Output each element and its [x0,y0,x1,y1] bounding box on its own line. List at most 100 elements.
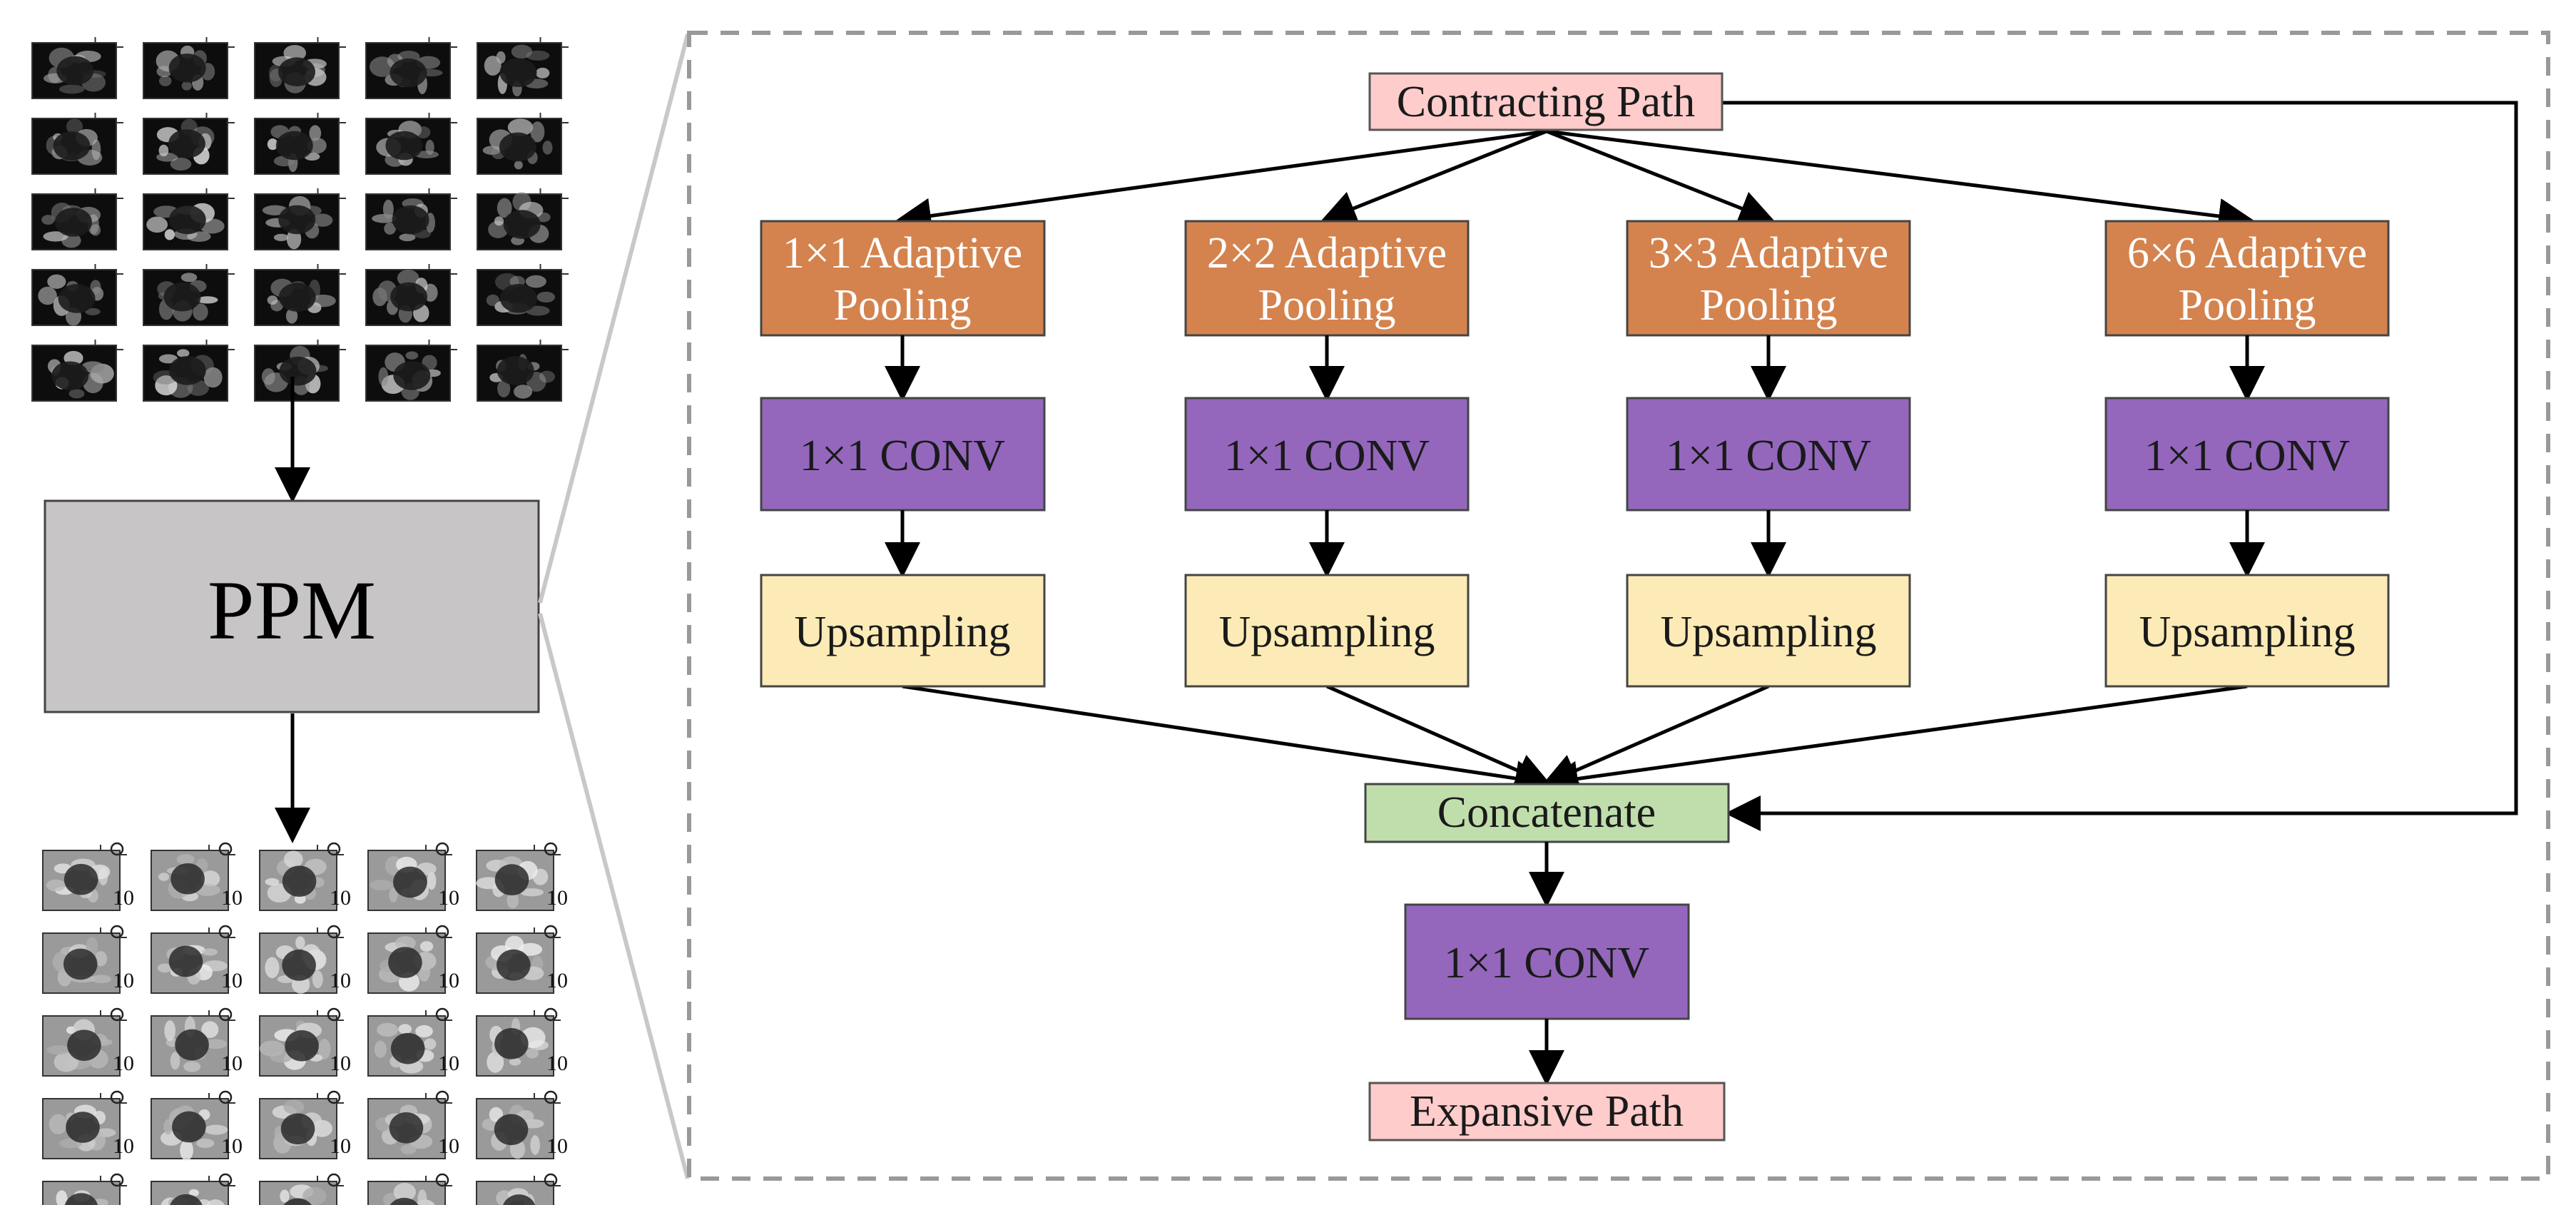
thumbnail [365,37,457,99]
thumbnail: 10 [476,1090,568,1159]
expansive-path-node: Expansive Path [1368,1082,1726,1142]
final-conv-label: 1×1 CONV [1444,939,1649,987]
contracting-path-node: Contracting Path [1368,72,1724,131]
thumbnail: 10 [367,925,459,994]
concatenate-node: Concatenate [1364,783,1730,843]
thumbnail [477,188,569,250]
thumbnail: 10 [259,1090,351,1159]
thumbnail: 10 [151,1007,243,1077]
contracting-path-label: Contracting Path [1397,78,1695,126]
thumbnail-tick-label: 10 [113,969,134,992]
ppm-label: PPM [208,564,376,657]
thumbnail [31,340,123,402]
pool-label-1a: 1×1 Adaptive [783,229,1022,278]
upsample-label-2: Upsampling [1218,608,1435,656]
detail-frame [687,31,2550,1181]
upsample-label-4: Upsampling [2139,608,2355,656]
branch-4: 6×6 Adaptive Pooling 1×1 CONV Upsampling [2104,220,2390,688]
conv-label-2: 1×1 CONV [1224,432,1430,480]
thumbnail [143,37,235,99]
upsample-box-1 [760,574,1046,688]
thumbnail [365,264,457,326]
conv-label-1: 1×1 CONV [800,432,1005,480]
thumbnail [31,113,123,175]
zoom-line-bottom [538,613,690,1179]
thumbnail [31,188,123,250]
conv-box-4 [2104,397,2390,512]
pool-label-2b: Pooling [1258,281,1396,330]
skip-connection-arrow [1722,101,2518,831]
thumbnail: 10 [367,842,459,911]
fan-out-arrows [895,129,2254,234]
conv-label-4: 1×1 CONV [2144,432,2350,480]
fan-in-arrows [902,684,2248,797]
thumbnail-tick-label: 10 [438,1052,459,1075]
thumbnail: 10 [151,1173,235,1205]
branch-2: 2×2 Adaptive Pooling 1×1 CONV Upsampling [1184,220,1470,688]
thumbnail: 10 [259,1007,351,1077]
upsample-box-4 [2104,574,2390,688]
upsample-box-3 [1626,574,1911,688]
thumbnail [143,264,235,326]
zoom-line-top [538,34,690,604]
conv-box-2 [1184,397,1470,512]
upsample-box-2 [1184,574,1470,688]
thumbnail: 10 [476,842,568,911]
thumbnail-tick-label: 10 [330,1052,351,1075]
thumbnail-tick-label: 10 [113,1052,134,1075]
final-conv-node: 1×1 CONV [1404,903,1690,1020]
thumbnail [477,340,569,402]
thumbnail [254,113,346,175]
thumbnail-tick-label: 10 [438,1134,459,1158]
thumbnail [477,113,569,175]
thumbnail-tick-label: 10 [221,969,243,992]
thumbnail: 10 [367,1173,452,1205]
thumbnail: 10 [151,925,243,994]
thumbnail: 10 [42,1173,127,1205]
thumbnail-tick-label: 10 [221,886,243,910]
thumbnail: 10 [42,925,134,994]
thumbnail [143,340,235,402]
thumbnail-tick-label: 10 [113,1134,134,1158]
thumbnail-tick-label: 10 [546,1134,568,1158]
expansive-path-label: Expansive Path [1410,1087,1684,1136]
thumbnail-tick-label: 10 [546,969,568,992]
thumbnail: 10 [259,1173,344,1205]
thumbnail: 10 [151,1090,243,1161]
output-feature-maps-grid: 10 10 10 10 10 10 10 10 10 10 10 10 10 10 10 10 10 10 10 10… [42,842,568,1205]
thumbnail-tick-label: 10 [221,1052,243,1075]
thumbnail [254,264,346,326]
input-feature-maps-grid [31,37,569,402]
thumbnail [31,264,123,326]
thumbnail-tick-label: 10 [113,886,134,910]
thumbnail [365,188,457,250]
thumbnail-tick-label: 10 [546,1052,568,1075]
conv-label-3: 1×1 CONV [1666,432,1871,480]
thumbnail: 10 [476,1007,568,1077]
conv-box-3 [1626,397,1911,512]
thumbnail [31,37,123,99]
thumbnail: 10 [151,842,243,911]
pool-box-1 [760,220,1046,337]
thumbnail: 10 [367,1007,459,1077]
thumbnail [365,113,457,175]
thumbnail [477,264,569,326]
thumbnail-tick-label: 10 [330,886,351,910]
thumbnail: 10 [476,1173,561,1205]
thumbnail: 10 [476,925,568,994]
pool-box-2 [1184,220,1470,337]
branch-1: 1×1 Adaptive Pooling 1×1 CONV Upsampling [760,220,1046,688]
conv-box-1 [760,397,1046,512]
thumbnail [254,37,346,99]
thumbnail [477,37,569,99]
thumbnail-tick-label: 10 [330,1134,351,1158]
branch-3: 3×3 Adaptive Pooling 1×1 CONV Upsampling [1626,220,1911,688]
thumbnail [143,188,235,250]
thumbnail [254,188,346,250]
thumbnail-tick-label: 10 [546,886,568,910]
thumbnail: 10 [259,925,351,994]
thumbnail-tick-label: 10 [438,969,459,992]
thumbnail-tick-label: 10 [221,1134,243,1158]
thumbnail [365,340,457,402]
